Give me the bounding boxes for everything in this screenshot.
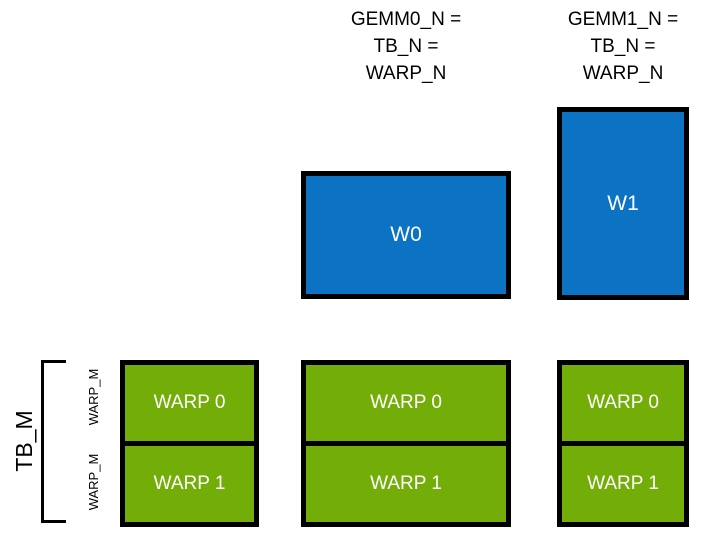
green-cell-label: WARP 0: [587, 392, 659, 413]
axis-label-warp-m-bottom: WARP_M: [86, 453, 101, 511]
green-cell-label: WARP 0: [370, 392, 442, 413]
tb-m-bracket: [41, 360, 66, 523]
green-cell-warp-1: WARP 1: [125, 446, 254, 522]
green-cell-label: WARP 1: [587, 473, 659, 494]
axis-label-tb-m: TB_M: [11, 410, 37, 472]
blue-tile-w0-label: W0: [390, 223, 422, 246]
green-cell-label: WARP 1: [370, 473, 442, 494]
axis-label-warp-m-top: WARP_M: [86, 368, 101, 426]
blue-tile-w0: W0: [301, 171, 511, 299]
green-cell-label: WARP 0: [153, 392, 226, 413]
column-header-gemm1: GEMM1_N = TB_N = WARP_N: [567, 9, 679, 84]
green-cell-warp-0: WARP 0: [306, 365, 506, 446]
blue-tile-w1: W1: [557, 107, 689, 300]
green-cell-warp-0: WARP 0: [562, 365, 684, 446]
column-header-gemm0: GEMM0_N = TB_N = WARP_N: [350, 9, 462, 84]
green-cell-warp-1: WARP 1: [562, 446, 684, 522]
green-column-1: WARP 0 WARP 1: [301, 360, 511, 527]
blue-tile-w1-label: W1: [607, 191, 639, 215]
green-cell-warp-0: WARP 0: [125, 365, 254, 446]
green-cell-warp-1: WARP 1: [306, 446, 506, 522]
green-column-0: WARP 0 WARP 1: [120, 360, 259, 527]
green-column-2: WARP 0 WARP 1: [557, 360, 689, 527]
green-cell-label: WARP 1: [153, 473, 226, 494]
